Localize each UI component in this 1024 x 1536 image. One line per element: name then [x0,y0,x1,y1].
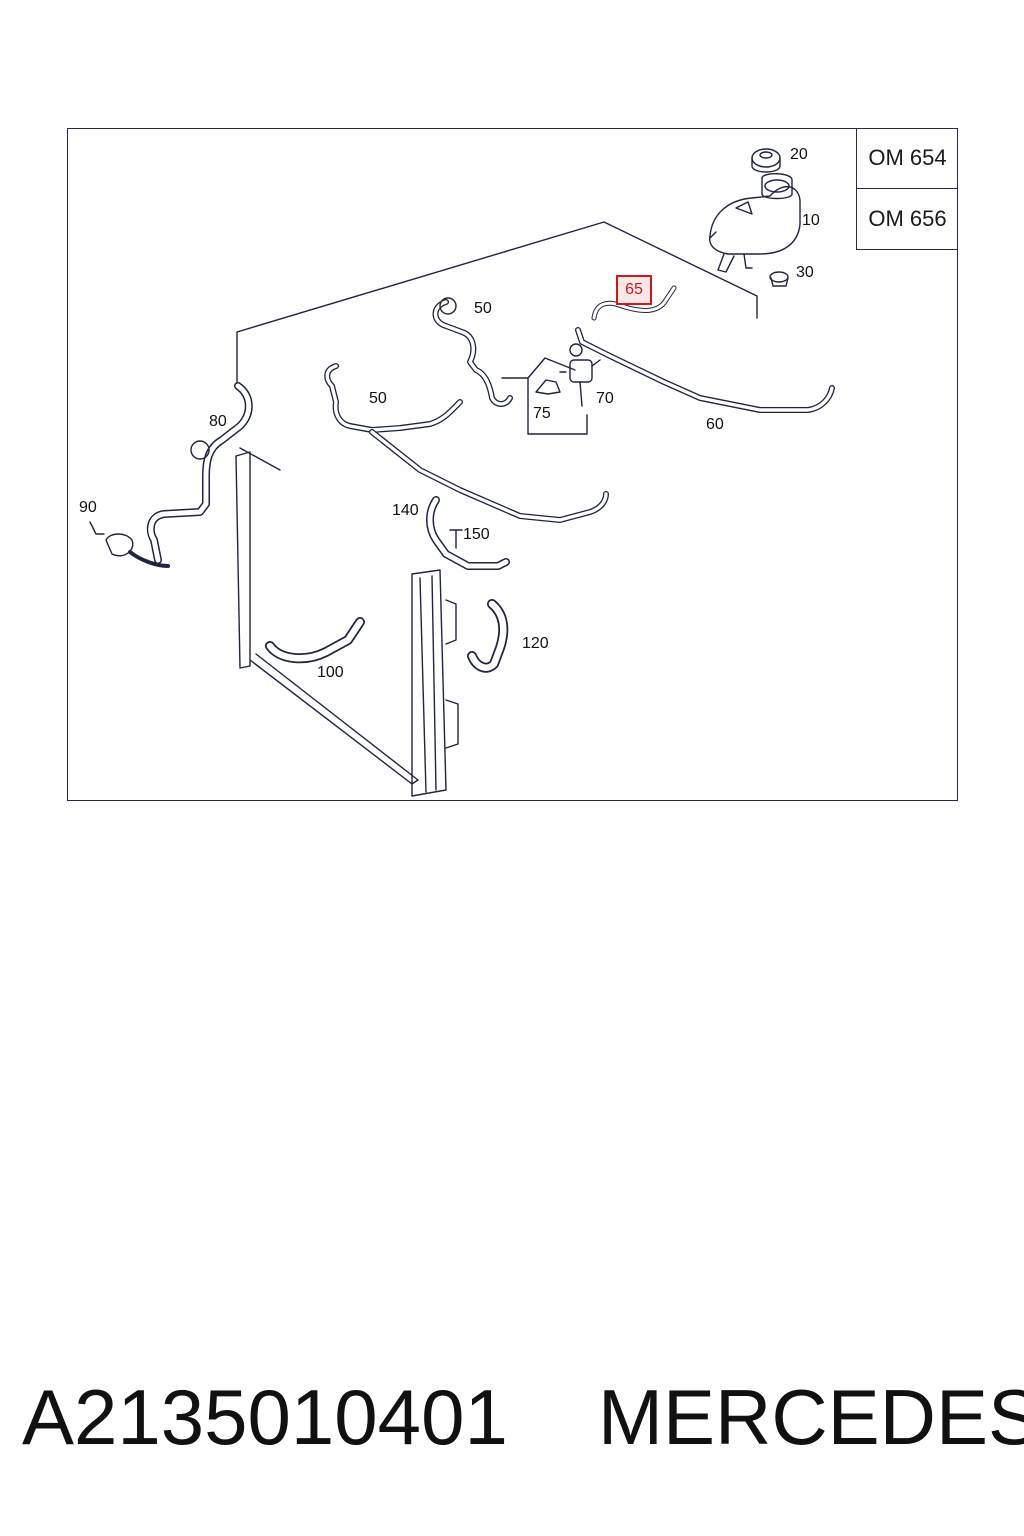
callout-150[interactable]: 150 [463,526,490,543]
brand-name: MERCEDES [598,1373,1024,1461]
callout-10[interactable]: 10 [802,212,820,229]
diagram-frame [67,128,958,801]
cap-20-icon [751,148,781,173]
leader-bracket-75 [501,377,588,435]
leader-line-80 [236,221,758,384]
callout-20[interactable]: 20 [790,146,808,163]
callout-140[interactable]: 140 [392,502,419,519]
bolt-150-icon [449,529,463,549]
radiator-icon [235,447,459,797]
callout-120[interactable]: 120 [522,635,549,652]
engine-variant-om656[interactable]: OM 656 [857,188,958,249]
leader-line-70 [527,357,576,379]
callout-60[interactable]: 60 [706,416,724,433]
callout-75[interactable]: 75 [533,405,551,422]
fitting-90-icon [89,521,170,568]
callout-50-lower[interactable]: 50 [369,390,387,407]
clip-75-icon [535,379,561,395]
part-number: A2135010401 [22,1373,508,1461]
plug-30-icon [769,271,789,287]
valve-70-icon [559,343,601,407]
callout-30[interactable]: 30 [796,264,814,281]
engine-variant-table: OM 654 OM 656 [856,128,958,250]
callout-90[interactable]: 90 [79,499,97,516]
footer-caption: A2135010401 MERCEDES [22,1372,1024,1462]
callout-65-highlighted[interactable]: 65 [616,275,652,305]
expansion-tank-10-icon [709,173,801,273]
callout-70[interactable]: 70 [596,390,614,407]
callout-80[interactable]: 80 [209,413,227,430]
callout-100[interactable]: 100 [317,664,344,681]
callout-50-upper[interactable]: 50 [474,300,492,317]
engine-variant-om654[interactable]: OM 654 [868,145,947,170]
